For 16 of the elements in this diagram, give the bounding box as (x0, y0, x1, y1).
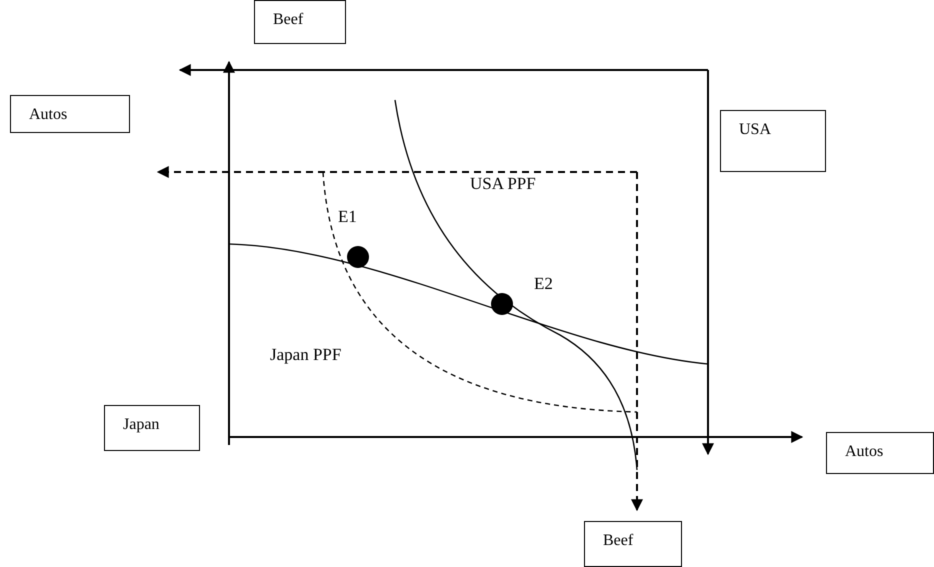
axis-label-box (826, 432, 934, 474)
point-label: E2 (534, 274, 553, 294)
axis-label: Japan (123, 416, 160, 434)
curve-label: Japan PPF (270, 345, 342, 365)
axis-label-box (104, 405, 200, 451)
axis-label: Beef (273, 11, 304, 29)
axis-label: Autos (845, 443, 884, 461)
axis-label-box (720, 110, 826, 172)
axis-label-box (254, 0, 346, 44)
axis-label: Autos (29, 106, 68, 124)
axis-label: Beef (603, 532, 634, 550)
point-label: E1 (338, 207, 357, 227)
curve-label: USA PPF (470, 174, 536, 194)
axis-label-box (584, 521, 682, 567)
axis-label-box (10, 95, 130, 133)
axis-label: USA (739, 121, 772, 139)
